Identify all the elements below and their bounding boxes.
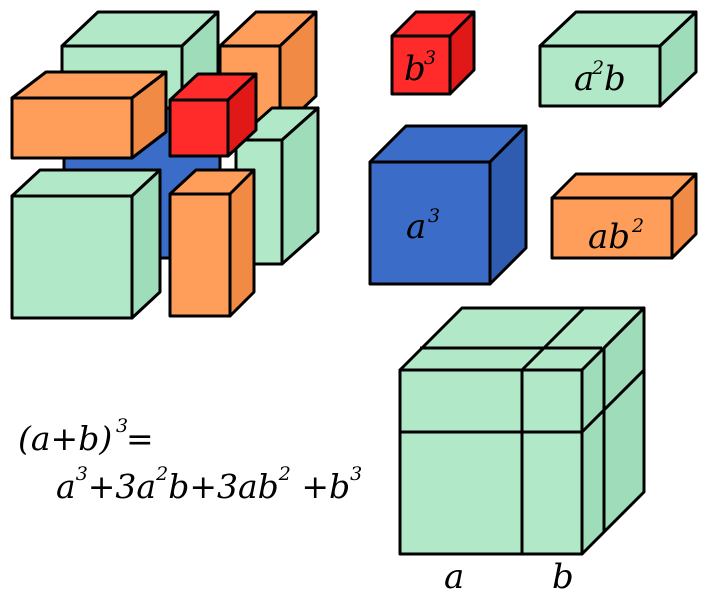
formula-line2: a3+3a2b+3ab2 +b3 [56,463,362,506]
piece-ab2-front [168,168,256,318]
legend-b3-cube: b 3 [390,10,476,96]
formula-exp: 3 [76,463,88,485]
formula: (a+b) 3 = a3+3a2b+3ab2 +b3 [18,415,362,506]
legend-a3-cube: a 3 [368,124,528,286]
formula-line1-rhs: = [126,419,154,458]
formula-term: +b [291,467,350,506]
label-ab2-exp: 2 [631,215,644,237]
exploded-cube [10,10,320,320]
label-a2b-exp: 2 [591,57,604,79]
axis-label-b: b [552,557,574,597]
formula-line1-lhs: (a+b) [18,419,112,458]
formula-term: a [56,467,76,506]
label-a3-exp: 3 [428,205,440,227]
label-a3-base: a [406,207,426,247]
assembled-cube [398,306,646,556]
formula-line1-exp: 3 [116,415,128,437]
piece-ab2-left [10,70,168,160]
formula-exp: 2 [278,463,291,485]
axis-label-a: a [444,557,464,597]
legend-ab2-slab: ab 2 [550,172,698,260]
label-b3-base: b [404,49,426,89]
formula-term: +3a [88,467,156,506]
formula-exp: 3 [350,463,362,485]
label-ab2-base: ab [588,217,630,257]
piece-a2b-front [10,168,162,320]
formula-exp: 2 [155,463,168,485]
label-a2b-coef: a [574,59,594,99]
formula-term: b+3ab [168,467,279,506]
label-b3-exp: 3 [424,47,436,69]
label-a2b-tail: b [604,59,626,99]
piece-b3 [168,72,258,158]
legend-a2b-slab: a 2 b [538,10,698,108]
